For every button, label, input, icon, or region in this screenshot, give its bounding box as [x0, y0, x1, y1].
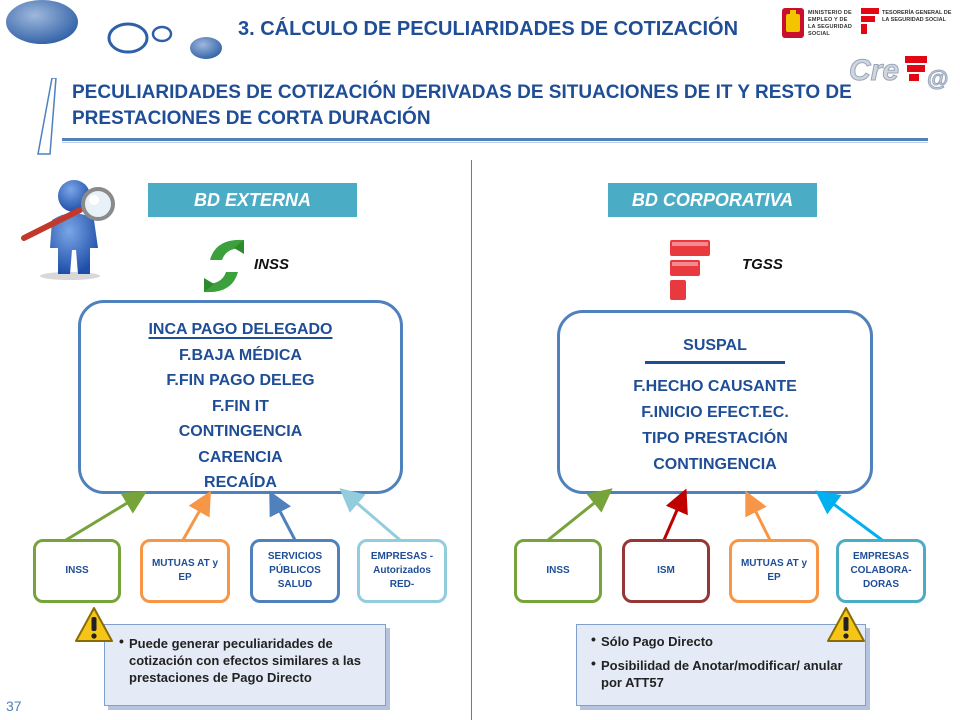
ministerio-logo: MINISTERIO DE EMPLEO Y DE LA SEGURIDAD S…	[780, 6, 855, 44]
bd-corporativa-fields-box: SUSPAL F.HECHO CAUSANTE F.INICIO EFECT.E…	[557, 310, 873, 494]
warning-icon-left	[75, 607, 113, 642]
source-mutuas-right: MUTUAS AT y EP	[729, 539, 819, 603]
arrow-empresas-red	[339, 488, 401, 542]
tgss-source-label: TGSS	[742, 256, 783, 273]
field-contingencia-corp: CONTINGENCIA	[653, 456, 777, 473]
svg-text:Cre: Cre	[849, 54, 899, 87]
field-contingencia: CONTINGENCIA	[178, 423, 303, 440]
source-servicios-salud: SERVICIOS PÚBLICOS SALUD	[250, 539, 340, 603]
source-mutuas-left-label: MUTUAS AT y EP	[151, 558, 219, 583]
source-servicios-salud-label: SERVICIOS PÚBLICOS SALUD	[267, 551, 323, 590]
source-empresas-red: EMPRESAS -Autorizados RED-	[357, 539, 447, 603]
magnifier-figure-icon	[21, 180, 115, 280]
arrow-mutuas-right	[745, 490, 772, 541]
inss-source-label: INSS	[254, 256, 290, 273]
suspal-header: SUSPAL	[683, 337, 747, 354]
field-f-baja-medica: F.BAJA MÉDICA	[179, 346, 302, 364]
slide-subtitle: PECULIARIDADES DE COTIZACIÓN DERIVADAS D…	[72, 82, 852, 129]
source-empresas-colaboradoras-label: EMPRESAS COLABORA-DORAS	[850, 551, 912, 590]
tgss-mark-icon	[861, 8, 879, 34]
field-carencia: CARENCIA	[198, 448, 283, 466]
note-left-item: Puede generar peculiaridades de cotizaci…	[119, 633, 375, 686]
note-right: Sólo Pago Directo Posibilidad de Anotar/…	[576, 624, 866, 706]
source-empresas-colaboradoras: EMPRESAS COLABORA-DORAS	[836, 539, 926, 603]
field-f-hecho-causante: F.HECHO CAUSANTE	[633, 378, 797, 395]
slide-number: 37	[6, 698, 22, 714]
field-recaida: RECAÍDA	[204, 474, 277, 491]
source-mutuas-left: MUTUAS AT y EP	[140, 539, 230, 603]
field-tipo-prestacion: TIPO PRESTACIÓN	[642, 430, 788, 447]
suspal-underline	[645, 361, 785, 364]
source-inss-left: INSS	[33, 539, 121, 603]
tgss-logo-icon	[670, 240, 710, 300]
header-divider-light	[62, 142, 928, 143]
field-f-inicio-efect: F.INICIO EFECT.EC.	[641, 404, 789, 421]
bd-externa-fields-box: INCA PAGO DELEGADO F.BAJA MÉDICA F.FIN P…	[78, 300, 403, 494]
note-right-item-2: Posibilidad de Anotar/modificar/ anular …	[591, 655, 855, 691]
bd-corporativa-header: BD CORPORATIVA	[608, 183, 817, 217]
tgss-logo: TESORERÍA GENERAL DE LA SEGURIDAD SOCIAL	[860, 6, 955, 44]
arrow-inss-right	[547, 488, 613, 542]
arrow-mutuas-left	[181, 490, 211, 541]
svg-text:@: @	[927, 66, 948, 91]
field-f-fin-it: F.FIN IT	[212, 397, 269, 415]
crea-logo: Cre @	[849, 54, 949, 92]
decorative-accent	[37, 78, 57, 155]
arrow-ism	[662, 488, 688, 541]
tgss-logo-text: TESORERÍA GENERAL DE LA SEGURIDAD SOCIAL	[882, 10, 952, 23]
arrow-servicios-salud	[269, 490, 297, 541]
source-mutuas-right-label: MUTUAS AT y EP	[740, 558, 808, 583]
note-left: Puede generar peculiaridades de cotizaci…	[104, 624, 386, 706]
arrow-inss-left	[65, 490, 148, 542]
coat-of-arms-icon	[782, 8, 804, 38]
ministerio-logo-text: MINISTERIO DE EMPLEO Y DE LA SEGURIDAD S…	[808, 10, 853, 37]
inss-logo-icon	[204, 239, 244, 293]
source-inss-right: INSS	[514, 539, 602, 603]
note-right-item-1: Sólo Pago Directo	[591, 631, 855, 650]
center-divider	[471, 160, 472, 720]
source-ism: ISM	[622, 539, 710, 603]
field-inca-pago-delegado: INCA PAGO DELEGADO	[148, 321, 333, 338]
header-divider	[62, 138, 928, 141]
field-f-fin-pago-deleg: F.FIN PAGO DELEG	[166, 372, 315, 389]
source-inss-right-label: INSS	[546, 565, 570, 576]
slide-title: 3. CÁLCULO DE PECULIARIDADES DE COTIZACI…	[238, 18, 739, 40]
decorative-dots	[6, 0, 222, 59]
source-empresas-red-label: EMPRESAS -Autorizados RED-	[370, 551, 434, 590]
source-ism-label: ISM	[657, 565, 675, 576]
warning-icon-right	[827, 607, 865, 642]
arrow-empresas-colaboradoras	[815, 490, 883, 542]
source-inss-left-label: INSS	[65, 565, 89, 576]
bd-externa-header: BD EXTERNA	[148, 183, 357, 217]
